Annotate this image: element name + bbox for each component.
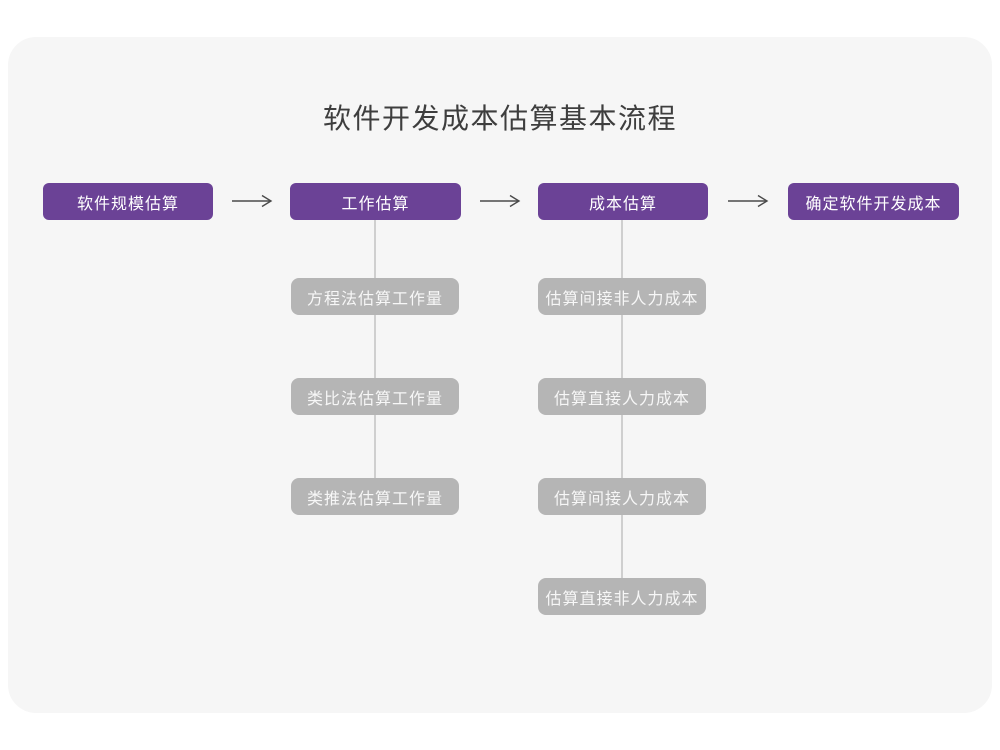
stage-node-software-scale-estimation: 软件规模估算 xyxy=(43,183,213,220)
arrow-right-icon xyxy=(728,194,769,208)
connector-line-work-estimation xyxy=(374,220,376,497)
diagram-title: 软件开发成本估算基本流程 xyxy=(322,103,677,134)
diagram-card xyxy=(8,37,992,713)
stage-node-cost-estimation: 成本估算 xyxy=(538,183,708,220)
stage-node-determine-development-cost: 确定软件开发成本 xyxy=(788,183,959,220)
sub-node-direct-nonlabor-cost: 估算直接非人力成本 xyxy=(538,578,706,615)
sub-node-analogy-method: 类比法估算工作量 xyxy=(291,378,459,415)
sub-node-indirect-nonlabor-cost: 估算间接非人力成本 xyxy=(538,278,706,315)
sub-node-extrapolation-method: 类推法估算工作量 xyxy=(291,478,459,515)
stage-node-work-estimation: 工作估算 xyxy=(290,183,461,220)
arrow-right-icon xyxy=(232,194,273,208)
sub-node-indirect-labor-cost: 估算间接人力成本 xyxy=(538,478,706,515)
sub-node-direct-labor-cost: 估算直接人力成本 xyxy=(538,378,706,415)
sub-node-equation-method: 方程法估算工作量 xyxy=(291,278,459,315)
arrow-right-icon xyxy=(480,194,521,208)
